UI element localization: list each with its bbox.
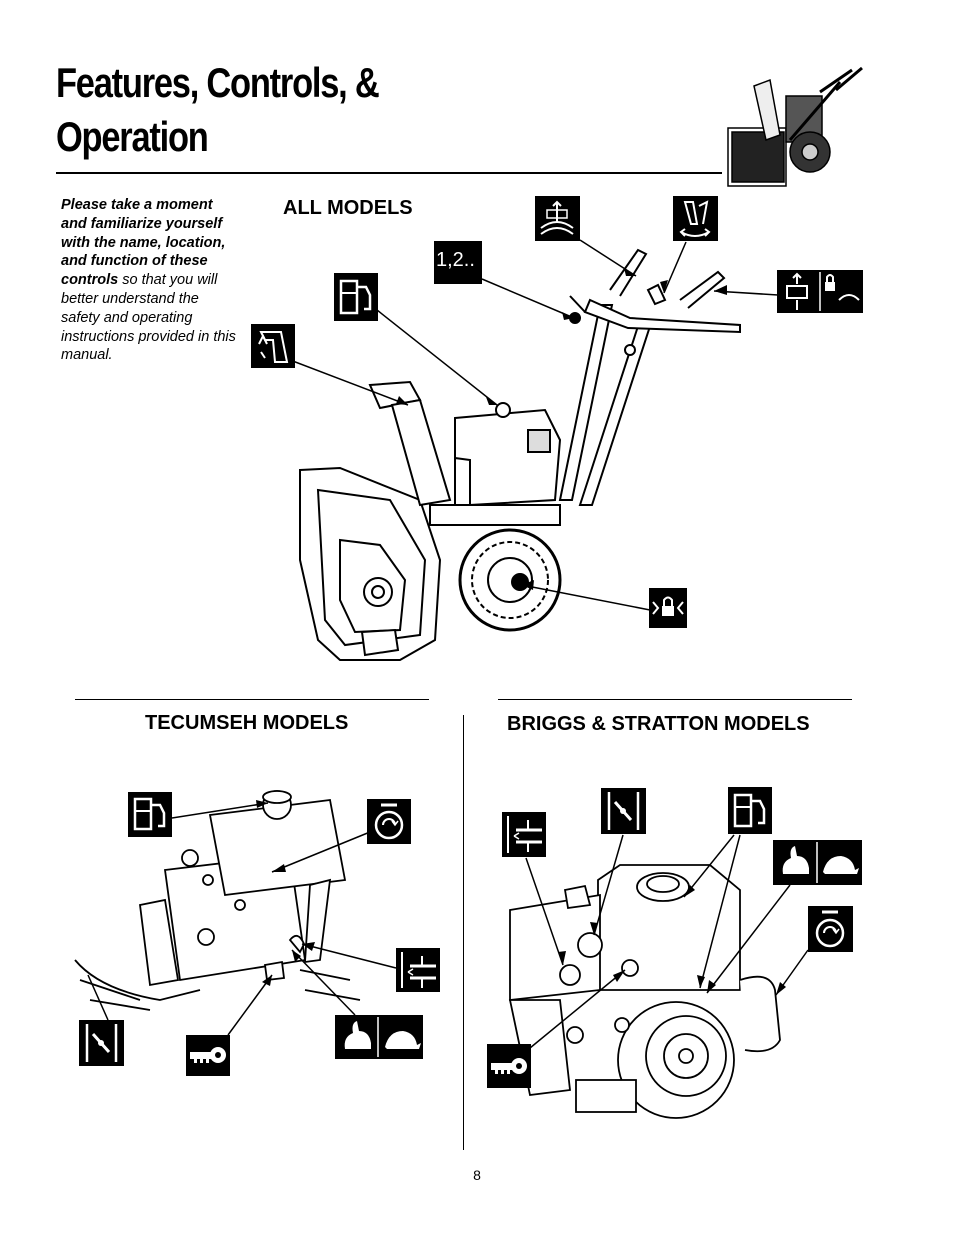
chute-rotation-icon xyxy=(673,196,718,241)
fuel-icon xyxy=(128,792,172,837)
throttle-fast-slow-icon xyxy=(335,1015,423,1059)
stop-switch-icon xyxy=(79,1020,124,1066)
auger-drive-icon xyxy=(535,196,580,241)
choke-icon xyxy=(396,948,440,992)
recoil-start-icon xyxy=(367,799,411,844)
page-title: Features, Controls, & Operation xyxy=(56,56,482,164)
fuel-icon xyxy=(334,273,378,321)
intro-bold: Please take a moment and familiarize you… xyxy=(61,197,226,289)
throttle-fast-slow-icon xyxy=(773,840,862,885)
intro-rest: so that you will better understand the s… xyxy=(61,272,236,364)
section-all-models: ALL MODELS xyxy=(283,197,413,219)
stop-switch-icon xyxy=(601,788,646,834)
drive-auger-lock-icon xyxy=(777,270,863,313)
title-line-1: Features, Controls, & xyxy=(56,59,380,106)
choke-icon xyxy=(502,812,546,857)
intro-text: Please take a moment and familiarize you… xyxy=(61,196,239,365)
rule-briggs xyxy=(498,699,852,700)
column-divider xyxy=(463,715,464,1150)
speed-select-icon: 1,2.. xyxy=(434,241,482,284)
ignition-key-icon xyxy=(186,1035,230,1076)
section-tecumseh-models: TECUMSEH MODELS xyxy=(145,712,349,734)
rule-tecumseh xyxy=(75,699,429,700)
speed-select-label: 1,2.. xyxy=(436,249,475,271)
section-briggs-models: BRIGGS & STRATTON MODELS xyxy=(507,713,810,735)
page-number: 8 xyxy=(473,1167,481,1183)
title-divider xyxy=(56,172,722,174)
chute-deflector-icon xyxy=(251,324,295,368)
title-line-2: Operation xyxy=(56,113,209,160)
fuel-icon xyxy=(728,787,772,834)
recoil-start-icon xyxy=(808,906,853,952)
ignition-key-icon xyxy=(487,1044,531,1088)
wheel-lock-icon xyxy=(649,588,687,628)
